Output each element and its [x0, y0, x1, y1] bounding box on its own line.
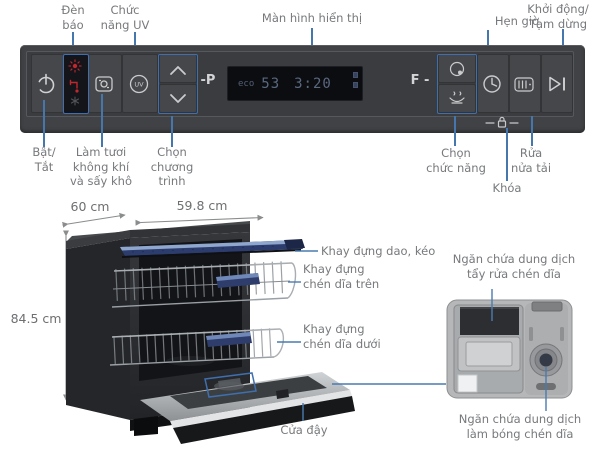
display-time: 3:20: [294, 75, 332, 92]
callout-power: Bật/ Tắt: [32, 145, 56, 174]
leader-line: [43, 100, 45, 147]
callout-lower-rack: Khay đựng chén dĩa dưới: [303, 322, 381, 351]
callout-display: Màn hình hiển thị: [261, 11, 363, 25]
lcd-display: eco 53 3:20: [227, 66, 363, 101]
leader-line: [101, 94, 103, 147]
callout-start-pause: Khởi động/ Tạm dừng: [527, 2, 589, 31]
start-pause-button[interactable]: [541, 54, 573, 113]
dimension-height: 84.5 cm: [10, 311, 62, 326]
dishwasher-illustration: [62, 212, 573, 444]
program-up-button[interactable]: [159, 54, 197, 83]
display-status-icon: [353, 72, 358, 78]
callout-rinse-aid-dispenser: Ngăn chứa dung dịch làm bóng chén dĩa: [458, 412, 582, 441]
upper-rack: [111, 261, 297, 308]
dimension-depth: 60 cm: [70, 199, 110, 214]
callout-timer: Hẹn giờ: [494, 14, 540, 28]
callout-lock: Khóa: [492, 181, 522, 195]
leader-line: [531, 116, 533, 146]
dimension-width: 59.8 cm: [176, 198, 228, 213]
callout-indicator-lights: Đèn báo: [61, 3, 85, 32]
p-marker: -P: [200, 73, 216, 88]
callout-detergent-dispenser: Ngăn chứa dung dịch tẩy rửa chén dĩa: [452, 252, 576, 281]
air-dry-button[interactable]: [88, 54, 122, 113]
cutlery-tray: [120, 239, 305, 258]
dispenser-illustration: [446, 299, 573, 399]
power-button[interactable]: [31, 54, 64, 113]
timer-button[interactable]: [477, 54, 509, 113]
callout-function-select: Chọn chức năng: [426, 146, 486, 175]
program-highlight-box: [158, 53, 198, 114]
leader-line: [506, 128, 508, 181]
indicator-highlight-box: [63, 53, 89, 114]
annotation-lines: [277, 250, 547, 421]
callout-upper-rack: Khay đựng chén dĩa trên: [303, 262, 380, 291]
display-status-icon: [353, 82, 358, 88]
display-number: 53: [261, 75, 281, 92]
leader-line: [562, 29, 564, 53]
dispenser-highlight-box: [204, 372, 257, 398]
callout-air-dry: Làm tươi không khí và sấy khô: [70, 145, 132, 188]
callout-uv-function: Chức năng UV: [100, 3, 150, 32]
callout-door: Cửa đậy: [280, 423, 328, 437]
leader-line: [171, 116, 173, 147]
callout-cutlery-tray: Khay đựng dao, kéo: [321, 244, 436, 258]
open-door: [140, 372, 355, 444]
uv-button[interactable]: [122, 54, 158, 113]
f-marker: F -: [410, 73, 430, 88]
function-highlight-box: [437, 53, 477, 114]
half-load-button[interactable]: [509, 54, 541, 113]
leader-line: [454, 116, 456, 146]
callout-half-load: Rửa nửa tải: [510, 146, 552, 175]
lower-rack: [109, 328, 285, 366]
leader-line: [72, 32, 74, 55]
display-program: eco: [238, 78, 255, 89]
callout-program-select: Chọn chương trình: [150, 145, 194, 188]
